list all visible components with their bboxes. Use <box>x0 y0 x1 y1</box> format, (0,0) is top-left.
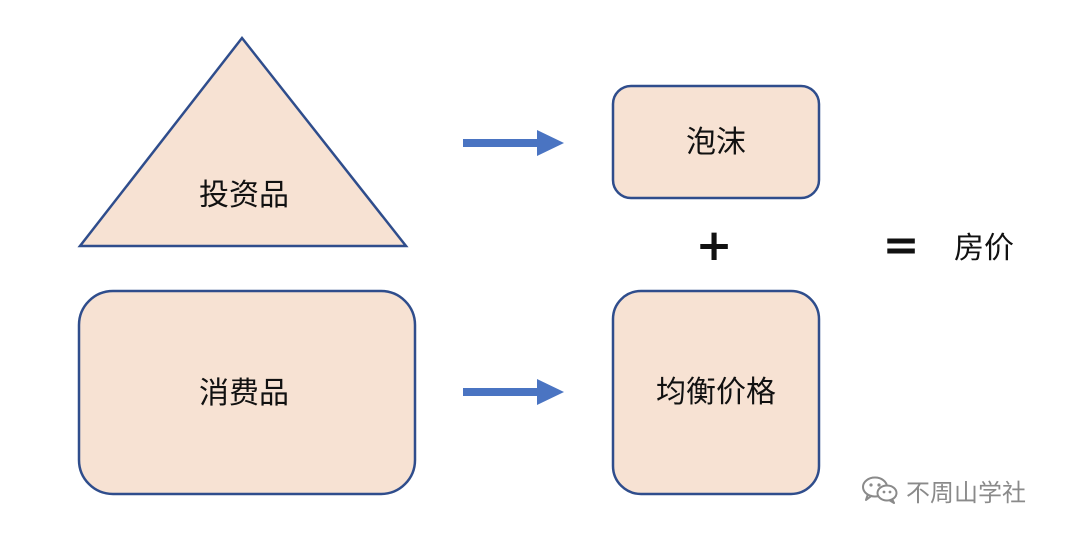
equals-sign: = <box>882 220 920 271</box>
house-price-label: 房价 <box>954 231 1014 266</box>
investment-goods-triangle <box>77 35 409 248</box>
wechat-icon <box>860 475 900 505</box>
equilibrium-price-box <box>611 289 821 496</box>
consumer-goods-box <box>77 289 417 496</box>
investment-goods-label: 投资品 <box>199 178 289 213</box>
watermark-text: 不周山学社 <box>906 478 1026 507</box>
equilibrium-price-label: 均衡价格 <box>656 375 776 410</box>
consumer-goods-label: 消费品 <box>199 376 289 411</box>
arrow-consumer-to-equilibrium <box>463 379 564 405</box>
watermark: 不周山学社 <box>860 473 1026 507</box>
arrow-investment-to-bubble <box>463 130 564 156</box>
bubble-box <box>611 84 821 200</box>
bubble-label: 泡沫 <box>686 125 746 160</box>
plus-sign: + <box>695 220 733 271</box>
